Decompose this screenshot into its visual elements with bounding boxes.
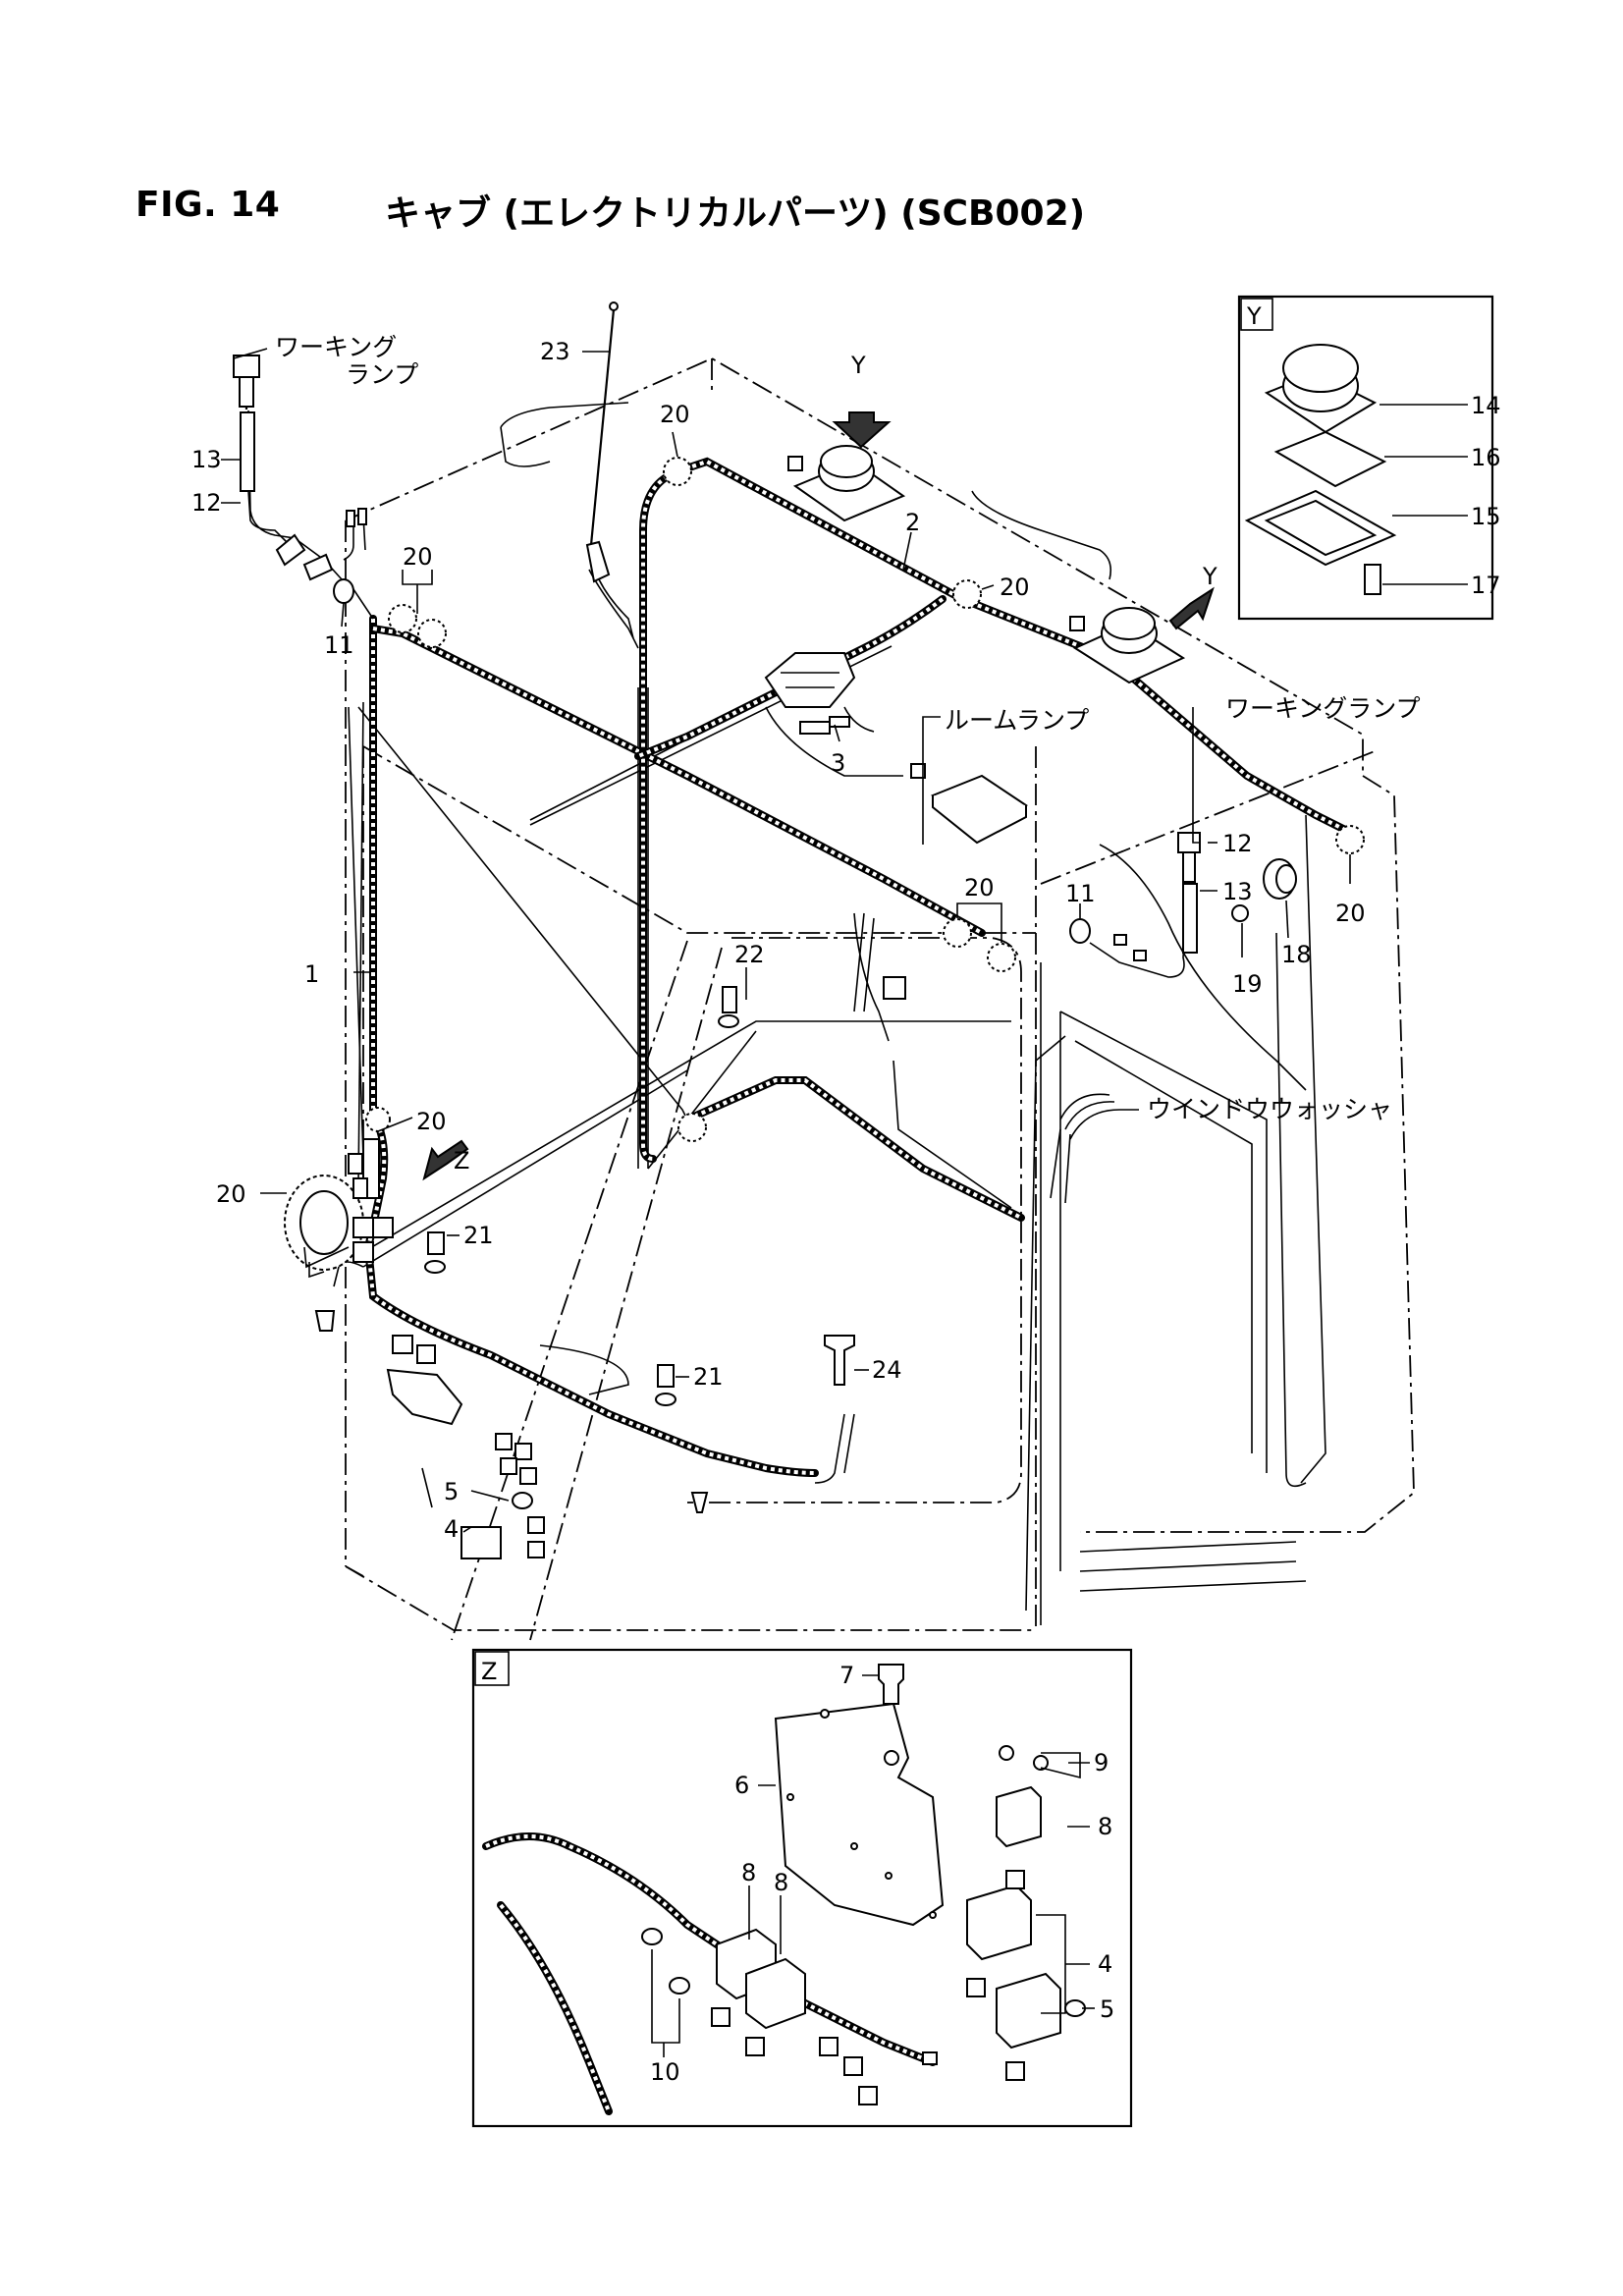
inset-y-speaker [1244,344,1397,595]
callout-16: 16 [1471,444,1501,471]
callout-13-left: 13 [191,446,222,473]
inset-y-panel [1237,295,1494,621]
label-window-washer: ウインドウウォッシャ [1147,1095,1392,1123]
callout-17: 17 [1471,572,1501,599]
callout-20-a: 20 [403,543,433,571]
callout-18: 18 [1281,941,1312,968]
callout-z-7: 7 [839,1662,854,1689]
callout-5: 5 [444,1478,459,1505]
room-lamp [910,763,1028,845]
callout-21-upper: 21 [463,1222,494,1249]
cab-frame-members [348,637,1011,1395]
label-view-y-right: Y [1202,563,1217,590]
callout-z-8-left: 8 [741,1859,756,1886]
callout-12-right: 12 [1222,830,1253,857]
callout-z-6: 6 [734,1772,749,1799]
inset-z-bracket [774,1664,945,1927]
working-lamp-right [1069,832,1201,961]
inset-y-tag: Y [1246,302,1262,330]
callout-13-right: 13 [1222,878,1253,905]
figure-caption: キャブ (エレクトリカルパーツ) (SCB002) [385,193,1086,234]
callout-z-9: 9 [1094,1749,1109,1777]
label-working-lamp-right: ワーキングランプ [1225,694,1421,723]
diagram-labels: ワーキング ランプ ワーキングランプ ルームランプ ウインドウウォッシャ Y Y… [191,302,1501,2086]
thin-wires [247,410,1307,1484]
callout-20-f: 20 [416,1108,447,1135]
callout-22: 22 [734,941,765,968]
callout-20-b: 20 [660,401,690,428]
callout-4: 4 [444,1515,459,1543]
switch-18-19 [1231,858,1297,922]
callout-z-8-right: 8 [1098,1813,1112,1840]
callout-11-right: 11 [1065,880,1096,907]
callout-20-d: 20 [964,874,995,902]
label-working-lamp-left-line1: ワーキング [275,333,397,361]
label-working-lamp-left-line2: ランプ [346,360,418,389]
callout-z-10: 10 [650,2058,680,2086]
cab-roof [500,402,1326,1625]
label-view-y-top: Y [850,352,866,379]
antenna [585,301,634,639]
label-view-z: Z [454,1147,469,1175]
callout-11-left: 11 [324,631,354,659]
callout-z-5: 5 [1100,1995,1114,2023]
inset-z-tag: Z [481,1658,497,1685]
callout-24: 24 [872,1356,902,1384]
grommets [284,457,1365,1271]
figure-number: FIG. 14 [135,185,281,225]
callout-21-lower: 21 [693,1363,724,1391]
view-arrows [422,411,1215,1181]
inset-z-relays [641,1745,1086,2105]
callout-12-left: 12 [191,489,222,517]
speaker-right [1069,607,1186,684]
callout-23: 23 [540,338,570,365]
callout-15: 15 [1471,503,1501,530]
callout-z-8-mid: 8 [774,1869,788,1896]
callout-3: 3 [831,749,845,777]
label-room-lamp: ルームランプ [945,706,1089,735]
callout-14: 14 [1471,392,1501,419]
callout-20-e: 20 [1335,900,1366,927]
speaker-left [787,445,906,522]
relay-cluster-z [314,976,906,1559]
callout-20-g: 20 [216,1180,246,1208]
leader-lines [221,348,1468,2057]
callout-2: 2 [905,509,920,536]
callout-20-c: 20 [1000,574,1030,601]
callout-1: 1 [304,960,319,988]
inset-z-panel [471,1648,1133,2128]
connector-junction [764,652,856,735]
callout-19: 19 [1232,970,1263,998]
callout-z-4: 4 [1098,1950,1112,1978]
